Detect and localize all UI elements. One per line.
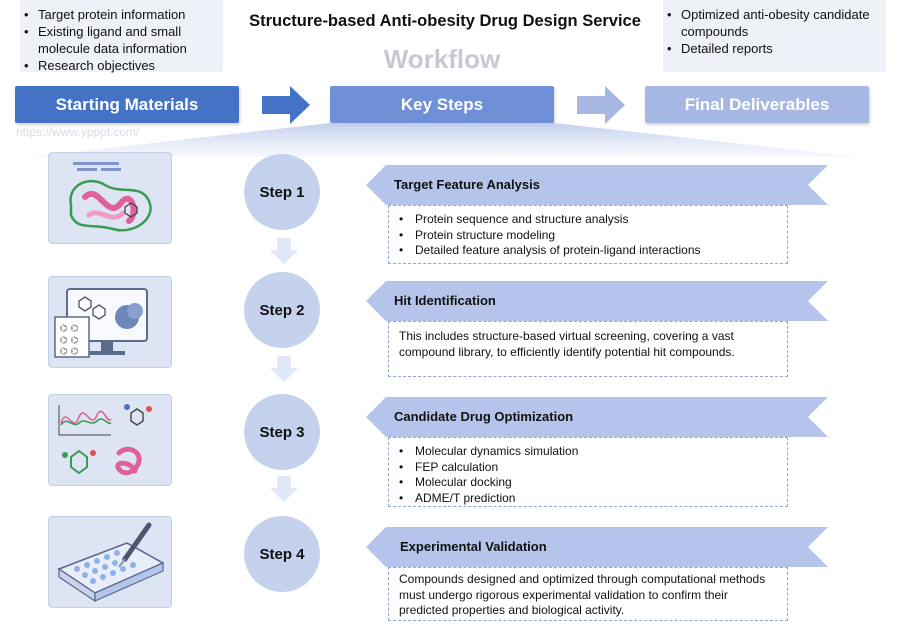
right-arrow-icon	[262, 86, 310, 124]
step-3-badge: Step 3	[244, 394, 320, 470]
step-1-image	[48, 152, 172, 244]
svg-text:⌬ ⌬: ⌬ ⌬	[60, 324, 79, 334]
protein-ribbon-icon	[69, 162, 152, 232]
list-item: ADME/T prediction	[389, 491, 787, 507]
expansion-fan	[30, 123, 860, 157]
step-4-description: Compounds designed and optimized through…	[399, 572, 766, 618]
starting-materials-list: Target protein information Existing liga…	[20, 0, 223, 74]
step-2-image: ⌬ ⌬ ⌬ ⌬ ⌬ ⌬	[48, 276, 172, 368]
input-item: Research objectives	[20, 57, 223, 74]
step-2-description: This includes structure-based virtual sc…	[399, 329, 735, 359]
workflow-label: Workflow	[383, 44, 501, 74]
deliverable-item: Optimized anti-obesity candidate compoun…	[663, 6, 886, 40]
input-item: Existing ligand and small molecule data …	[20, 23, 223, 57]
step-2-banner: Hit Identification	[366, 281, 828, 321]
phase-starting-materials: Starting Materials	[15, 86, 239, 123]
step-2-details: This includes structure-based virtual sc…	[388, 321, 788, 377]
step-4-badge: Step 4	[244, 516, 320, 592]
step-4-details: Compounds designed and optimized through…	[388, 567, 788, 621]
list-item: Protein sequence and structure analysis	[389, 212, 787, 228]
svg-text:⌬ ⌬: ⌬ ⌬	[60, 347, 79, 357]
list-item: Protein structure modeling	[389, 228, 787, 244]
svg-text:⌬ ⌬: ⌬ ⌬	[60, 336, 79, 346]
down-arrow-icon	[270, 356, 298, 382]
step-3-details: Molecular dynamics simulation FEP calcul…	[388, 437, 788, 507]
page-title: Structure-based Anti-obesity Drug Design…	[249, 12, 641, 30]
right-arrow-icon	[577, 86, 625, 124]
well-plate-pipette-icon	[57, 522, 165, 603]
down-arrow-icon	[270, 476, 298, 502]
step-2-title: Hit Identification	[394, 293, 496, 308]
step-3-title: Candidate Drug Optimization	[394, 409, 574, 424]
step-3-banner: Candidate Drug Optimization	[366, 397, 828, 437]
input-item: Target protein information	[20, 6, 223, 23]
deliverables-list: Optimized anti-obesity candidate compoun…	[663, 0, 886, 72]
step-1-details: Protein sequence and structure analysis …	[388, 205, 788, 264]
step-1-badge: Step 1	[244, 154, 320, 230]
step-2-badge: Step 2	[244, 272, 320, 348]
list-item: FEP calculation	[389, 460, 787, 476]
step-4-title: Experimental Validation	[400, 539, 547, 554]
list-item: Detailed feature analysis of protein-lig…	[389, 243, 787, 259]
step-4-image	[48, 516, 172, 608]
list-item: Molecular dynamics simulation	[389, 444, 787, 460]
down-arrow-icon	[270, 238, 298, 264]
virtual-screening-monitor-icon: ⌬ ⌬ ⌬ ⌬ ⌬ ⌬	[54, 288, 148, 358]
step-3-image	[48, 394, 172, 486]
watermark: https://www.ypppt.com/	[16, 125, 140, 139]
step-1-title: Target Feature Analysis	[394, 177, 540, 192]
step-4-banner: Experimental Validation	[366, 527, 828, 567]
list-item: Molecular docking	[389, 475, 787, 491]
molecule-optimization-icon	[58, 404, 152, 476]
phase-final-deliverables: Final Deliverables	[645, 86, 869, 123]
step-1-banner: Target Feature Analysis	[366, 165, 828, 205]
phase-key-steps: Key Steps	[330, 86, 554, 123]
deliverable-item: Detailed reports	[663, 40, 886, 57]
